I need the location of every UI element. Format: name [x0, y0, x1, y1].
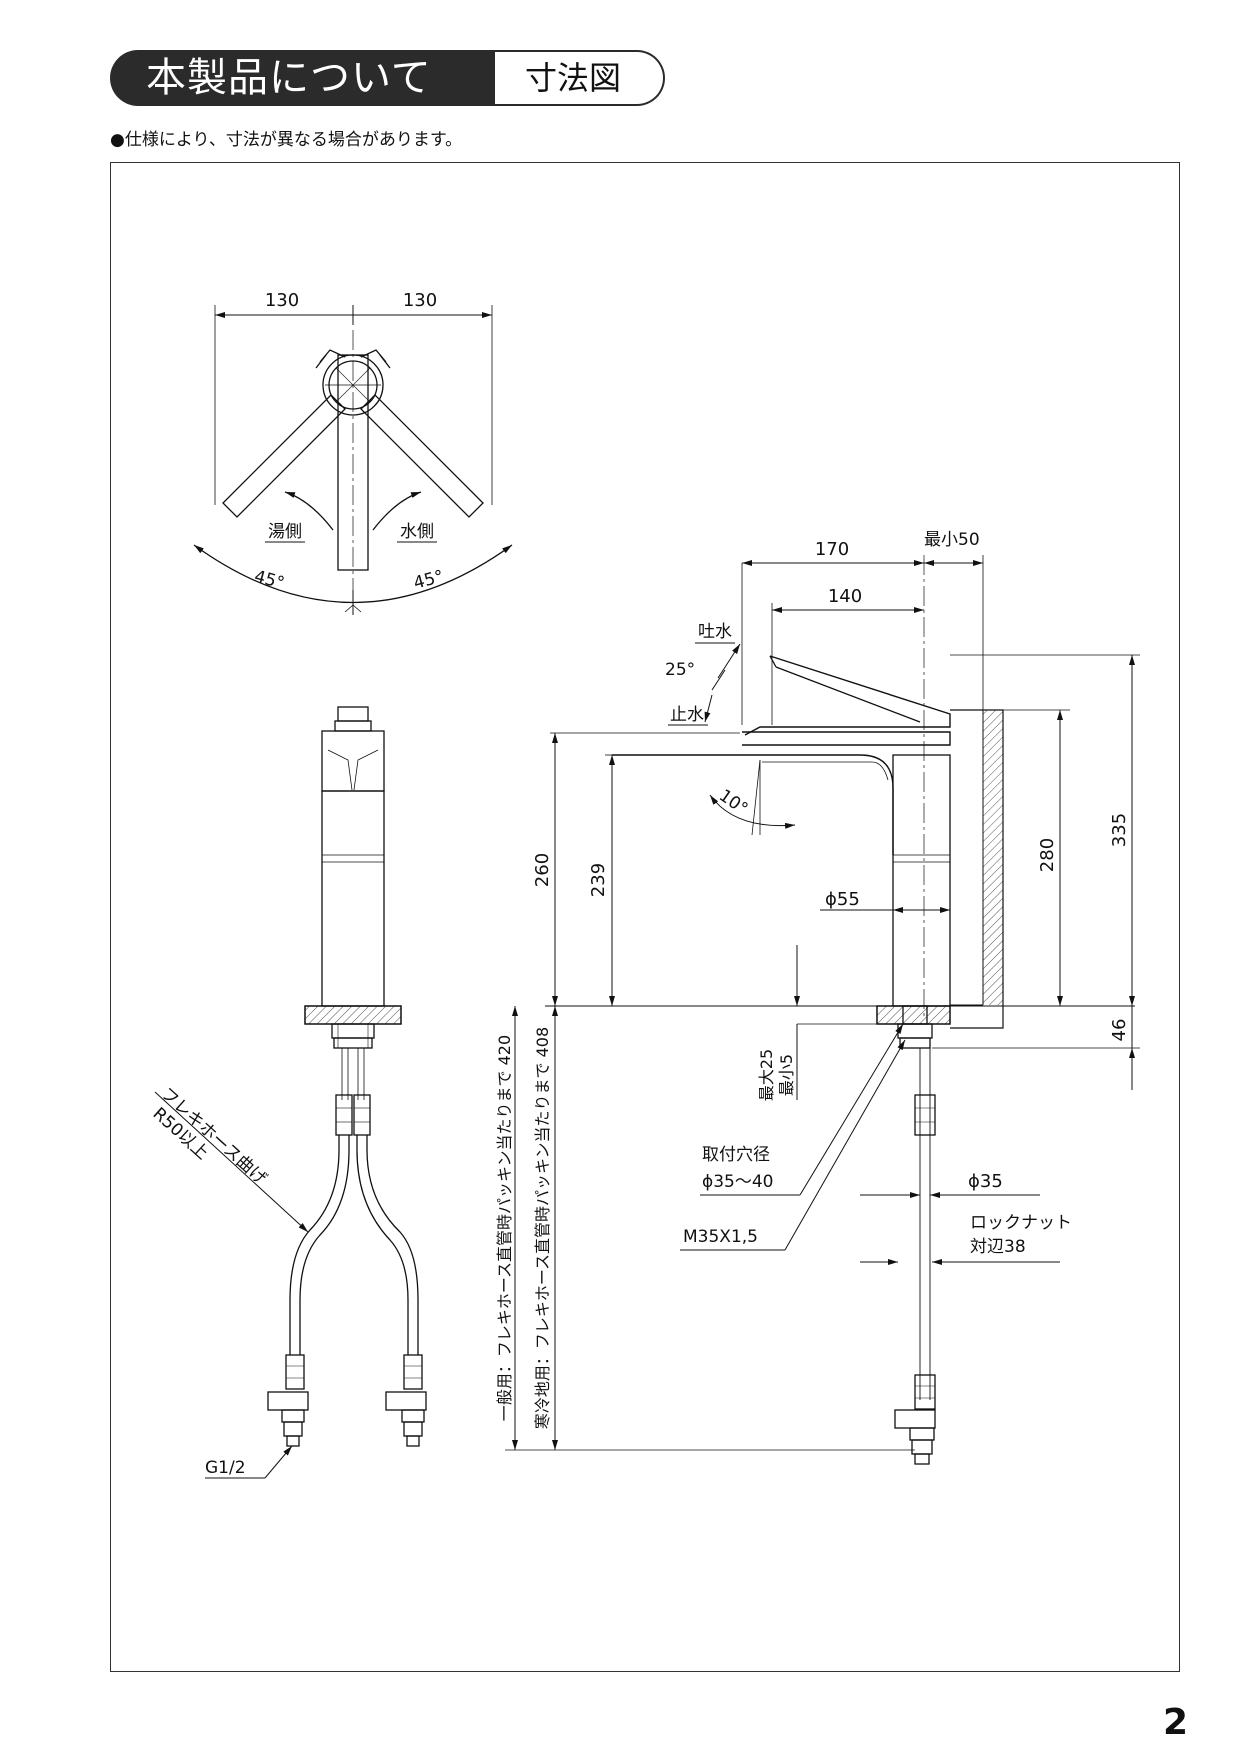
front-view — [154, 706, 427, 1479]
dim-46: 46 — [1109, 1019, 1130, 1042]
stop-label: 止水 — [670, 705, 704, 725]
hot-side-label: 湯側 — [268, 522, 302, 542]
page-subtitle: 寸法図 — [495, 50, 665, 106]
thread-m35: M35X1,5 — [683, 1227, 758, 1247]
dim-280: 280 — [1037, 838, 1058, 872]
dia-55: ϕ55 — [825, 889, 860, 910]
dim-min50: 最小50 — [924, 530, 980, 550]
page-title: 本製品について — [110, 50, 495, 106]
angle-25: 25° — [665, 660, 695, 680]
dim-right-130: 130 — [403, 290, 437, 311]
dim-335: 335 — [1109, 813, 1130, 847]
thread-g12: G1/2 — [205, 1458, 246, 1478]
side-view — [505, 555, 1140, 1465]
dia-35: ϕ35 — [968, 1171, 1003, 1192]
dim-left-130: 130 — [265, 290, 299, 311]
dim-260: 260 — [532, 853, 553, 887]
drawing-frame — [110, 162, 1180, 1672]
dim-140: 140 — [828, 586, 862, 607]
dim-239: 239 — [588, 863, 609, 897]
dim-170: 170 — [815, 539, 849, 560]
angle-left-45: 45° — [252, 567, 286, 594]
page-number: 2 — [1163, 1702, 1189, 1743]
top-view — [193, 305, 513, 615]
angle-right-45: 45° — [412, 567, 446, 594]
min-5: 最小5 — [777, 1054, 796, 1096]
cold-side-label: 水側 — [400, 522, 434, 542]
angle-10: 10° — [715, 786, 751, 820]
page-header: 本製品について 寸法図 — [110, 50, 665, 106]
spec-note: ●仕様により、寸法が異なる場合があります。 — [110, 130, 463, 150]
hose-length-cold: 寒冷地用：フレキホース直管時パッキン当たりまで 408 — [533, 1027, 552, 1429]
mount-hole-dia: ϕ35〜40 — [702, 1172, 773, 1192]
locknut-size: 対辺38 — [970, 1237, 1026, 1257]
hose-length-general: 一般用：フレキホース直管時パッキン当たりまで 420 — [495, 1035, 514, 1421]
mount-hole-label: 取付穴径 — [702, 1145, 770, 1165]
spout-label: 吐水 — [698, 622, 732, 642]
locknut-label: ロックナット — [970, 1213, 1072, 1233]
max-25: 最大25 — [757, 1049, 776, 1101]
